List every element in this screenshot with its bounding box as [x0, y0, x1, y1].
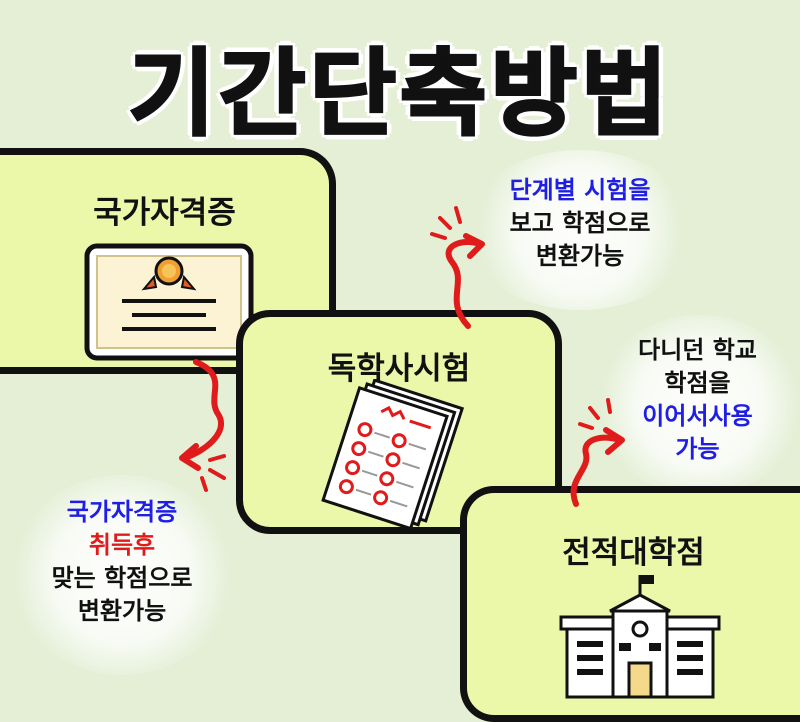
note-self-study-line1: 단계별 시험을 [509, 176, 651, 204]
note-self-study-line3: 변환가능 [535, 242, 625, 270]
note-national-cert-line3: 맞는 학점으로 [51, 564, 193, 592]
note-national-cert-line4: 변환가능 [77, 597, 167, 625]
card-self-study-exam: 독학사시험 [236, 310, 562, 534]
exam-papers-icon [321, 379, 465, 529]
accent-marks-self-study-icon [430, 206, 462, 240]
card-title-self-study-exam: 독학사시험 [327, 351, 471, 387]
arrow-self-study-icon [445, 233, 485, 329]
note-glow-self-study [465, 150, 695, 310]
accent-marks-national-cert-icon [200, 454, 226, 492]
note-transfer-line2: 학점을 [664, 369, 731, 397]
accent-marks-transfer-icon [578, 398, 612, 430]
school-building-icon [559, 575, 721, 699]
note-transfer: 다니던 학교 학점을 이어서사용 가능 [590, 334, 800, 466]
arrow-national-cert-icon [179, 359, 224, 471]
note-glow-national-cert [10, 475, 235, 675]
note-national-cert-line2: 취득후 [88, 531, 156, 559]
note-national-cert-line1: 국가자격증 [66, 498, 178, 526]
note-transfer-line4: 가능 [675, 435, 720, 463]
card-title-transfer-credits: 전적대학점 [562, 535, 705, 571]
arrow-transfer-icon [570, 427, 625, 507]
card-title-national-certificate: 국가자격증 [93, 195, 236, 231]
certificate-icon [84, 243, 254, 361]
note-self-study-line2: 보고 학점으로 [509, 209, 651, 237]
note-transfer-line1: 다니던 학교 [638, 336, 757, 364]
note-glow-transfer [595, 315, 800, 495]
note-transfer-line3: 이어서사용 [642, 402, 753, 430]
note-self-study: 단계별 시험을 보고 학점으로 변환가능 [470, 174, 690, 273]
page-title: 기간단축방법 [127, 39, 672, 151]
note-national-cert: 국가자격증 취득후 맞는 학점으로 변환가능 [12, 496, 232, 628]
